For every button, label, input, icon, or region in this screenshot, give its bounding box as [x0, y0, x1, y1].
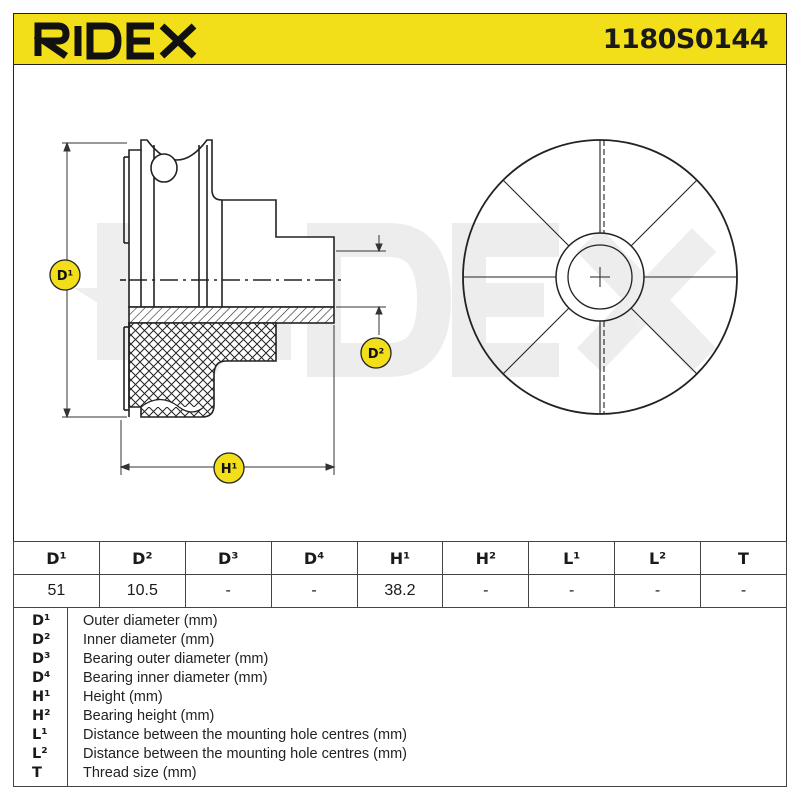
- col-header: L²: [614, 541, 701, 575]
- legend-desc: Thread size (mm): [83, 765, 197, 781]
- col-header: D²: [98, 541, 186, 575]
- legend-item: D¹ Outer diameter (mm): [14, 612, 784, 631]
- legend-item: D² Inner diameter (mm): [14, 631, 784, 650]
- legend-key: L²: [32, 746, 48, 762]
- table-cell: -: [442, 574, 530, 608]
- label-d2-badge: D²: [360, 337, 392, 369]
- legend-desc: Inner diameter (mm): [83, 632, 215, 648]
- col-header: D³: [184, 541, 272, 575]
- legend-item: H¹ Height (mm): [14, 688, 784, 707]
- label-d2: D²: [368, 347, 385, 362]
- table-cell: 51: [13, 574, 100, 608]
- legend-desc: Outer diameter (mm): [83, 613, 218, 629]
- legend: D¹ Outer diameter (mm) D² Inner diameter…: [13, 607, 787, 787]
- header-bar: 1180S0144: [13, 13, 787, 65]
- legend-item: L¹ Distance between the mounting hole ce…: [14, 726, 784, 745]
- legend-desc: Bearing outer diameter (mm): [83, 651, 269, 667]
- legend-key: D¹: [32, 613, 51, 629]
- col-header: H¹: [356, 541, 444, 575]
- legend-key: H¹: [32, 689, 51, 705]
- col-header: H²: [442, 541, 530, 575]
- drawing-area: D¹ D²: [13, 65, 787, 541]
- front-view: [462, 139, 738, 415]
- col-header: L¹: [528, 541, 616, 575]
- legend-key: T: [32, 765, 42, 781]
- legend-key: H²: [32, 708, 51, 724]
- dimensions-table: D¹ D² D³ D⁴ H¹ H² L¹ L² T 51 10.5 - - 38…: [13, 541, 787, 608]
- legend-item: T Thread size (mm): [14, 764, 784, 783]
- label-h1-badge: H¹: [213, 452, 245, 484]
- label-d1: D¹: [57, 269, 74, 284]
- table-row: 51 10.5 - - 38.2 - - - -: [13, 574, 787, 608]
- table-cell: -: [184, 574, 272, 608]
- legend-desc: Height (mm): [83, 689, 163, 705]
- legend-desc: Bearing inner diameter (mm): [83, 670, 268, 686]
- col-header: D¹: [13, 541, 100, 575]
- table-cell: -: [528, 574, 616, 608]
- table-header-row: D¹ D² D³ D⁴ H¹ H² L¹ L² T: [13, 541, 787, 575]
- col-header: D⁴: [270, 541, 358, 575]
- legend-item: L² Distance between the mounting hole ce…: [14, 745, 784, 764]
- legend-item: H² Bearing height (mm): [14, 707, 784, 726]
- table-cell: -: [270, 574, 358, 608]
- table-cell: -: [700, 574, 787, 608]
- dimension-d2: [336, 235, 386, 335]
- table-cell: 38.2: [356, 574, 444, 608]
- technical-drawing: D¹ D²: [49, 139, 738, 484]
- legend-item: D³ Bearing outer diameter (mm): [14, 650, 784, 669]
- legend-desc: Distance between the mounting hole centr…: [83, 746, 407, 762]
- legend-key: D³: [32, 651, 51, 667]
- col-header: T: [700, 541, 787, 575]
- table-cell: 10.5: [98, 574, 186, 608]
- side-view: [120, 139, 344, 418]
- ridex-logo: [34, 22, 197, 60]
- legend-key: L¹: [32, 727, 48, 743]
- legend-desc: Distance between the mounting hole centr…: [83, 727, 407, 743]
- legend-desc: Bearing height (mm): [83, 708, 215, 724]
- legend-item: D⁴ Bearing inner diameter (mm): [14, 669, 784, 688]
- label-d1-badge: D¹: [49, 259, 81, 291]
- legend-key: D²: [32, 632, 51, 648]
- legend-divider: [67, 607, 68, 786]
- part-number: 1180S0144: [602, 24, 769, 55]
- table-cell: -: [614, 574, 701, 608]
- label-h1: H¹: [221, 462, 238, 477]
- legend-key: D⁴: [32, 670, 51, 686]
